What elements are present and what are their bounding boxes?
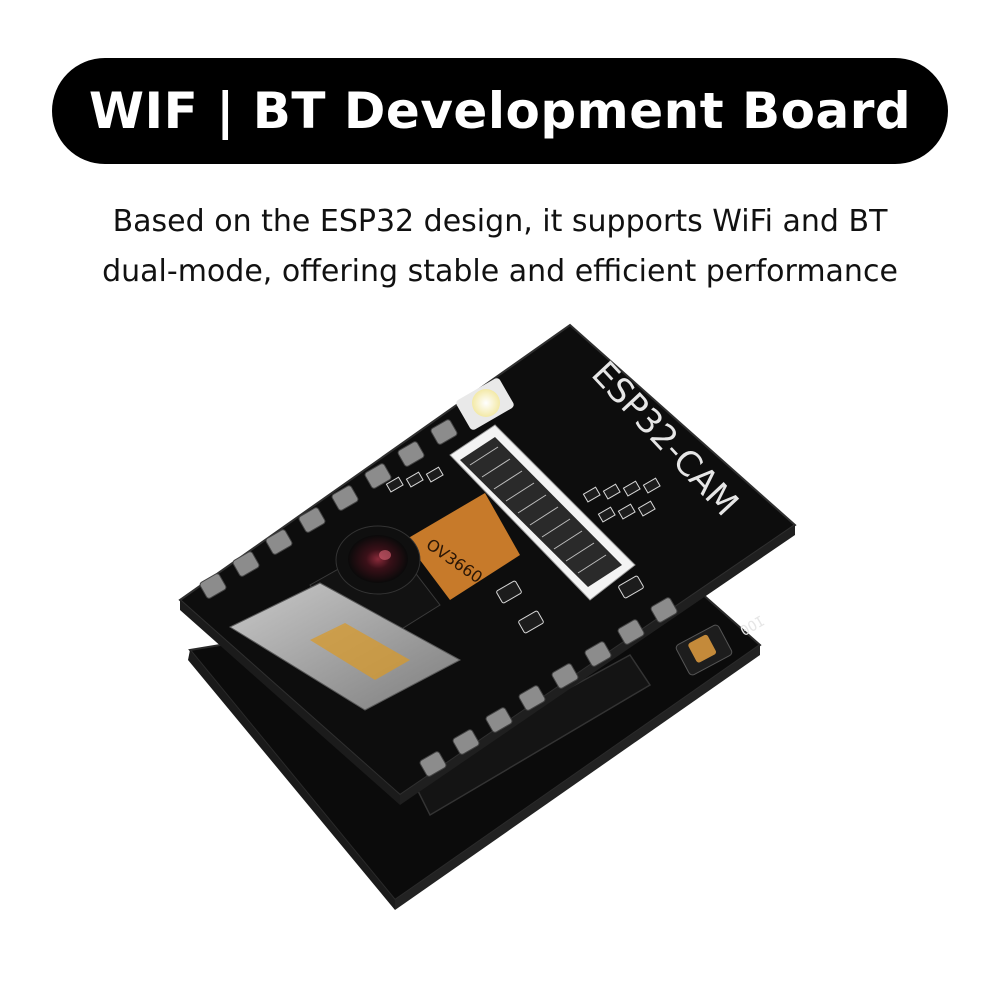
esp32-cam-board-image: IO0 ESP32-CAM bbox=[160, 315, 820, 925]
esp32-cam-top-board: ESP32-CAM bbox=[178, 323, 797, 805]
camera-ribbon: OV3660 bbox=[405, 493, 520, 600]
fpc-camera-connector bbox=[449, 424, 636, 601]
description-line-1: Based on the ESP32 design, it supports W… bbox=[112, 204, 888, 239]
top-header-pins bbox=[199, 419, 458, 599]
page-title: WIF | BT Development Board bbox=[88, 82, 912, 140]
microsd-slot bbox=[228, 582, 462, 711]
smd-components bbox=[385, 466, 661, 634]
description-line-2: dual-mode, offering stable and efficient… bbox=[102, 254, 898, 289]
flash-led bbox=[456, 378, 514, 430]
io0-button[interactable] bbox=[675, 624, 733, 677]
camera-module bbox=[309, 525, 441, 656]
bottom-header-pins bbox=[419, 597, 678, 777]
title-banner: WIF | BT Development Board bbox=[52, 58, 948, 164]
